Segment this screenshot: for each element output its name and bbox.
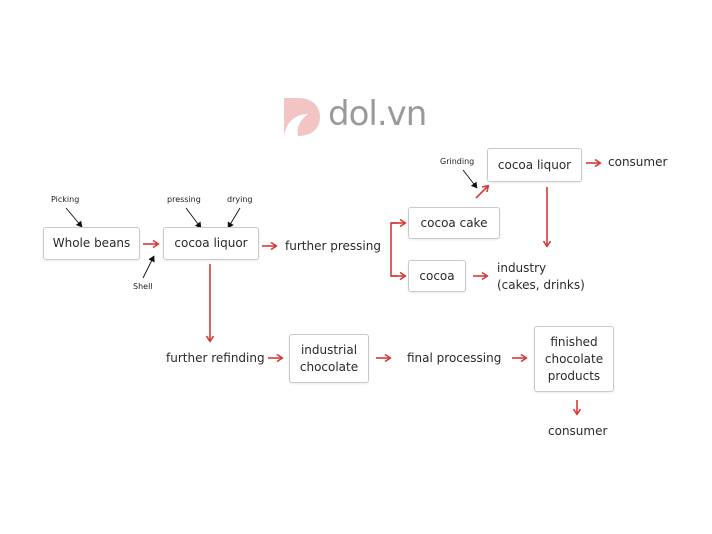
node-consumer-top: consumer bbox=[608, 155, 668, 169]
logo-text: dol.vn bbox=[328, 94, 427, 134]
node-consumer-bottom: consumer bbox=[548, 424, 608, 438]
node-whole-beans: Whole beans bbox=[43, 227, 140, 260]
node-finished-products: finished chocolate products bbox=[534, 326, 614, 392]
logo-mark-icon bbox=[284, 98, 320, 136]
annotation-picking: Picking bbox=[51, 195, 80, 204]
node-cocoa-liquor-2: cocoa liquor bbox=[487, 148, 582, 182]
pointer-drying bbox=[227, 207, 241, 229]
annotation-shell: Shell bbox=[133, 282, 153, 291]
annotation-drying: drying bbox=[227, 195, 253, 204]
pointer-grinding bbox=[462, 169, 478, 189]
annotation-pressing: pressing bbox=[167, 195, 201, 204]
arrow-cake-to-liquor2 bbox=[475, 186, 488, 199]
node-industrial-chocolate: industrial chocolate bbox=[289, 334, 369, 383]
pointer-picking bbox=[65, 207, 83, 228]
annotation-grinding: Grinding bbox=[440, 157, 475, 166]
pointer-shell bbox=[142, 255, 155, 279]
bracket-pressing-split bbox=[390, 222, 398, 277]
node-further-refinding: further refinding bbox=[166, 351, 265, 365]
pointer-pressing bbox=[185, 207, 202, 229]
node-further-pressing: further pressing bbox=[285, 239, 381, 253]
node-final-processing: final processing bbox=[407, 351, 502, 365]
node-cocoa: cocoa bbox=[408, 260, 466, 292]
node-cocoa-liquor: cocoa liquor bbox=[163, 227, 259, 260]
node-cocoa-cake: cocoa cake bbox=[408, 207, 500, 239]
node-industry: industry (cakes, drinks) bbox=[497, 261, 585, 292]
